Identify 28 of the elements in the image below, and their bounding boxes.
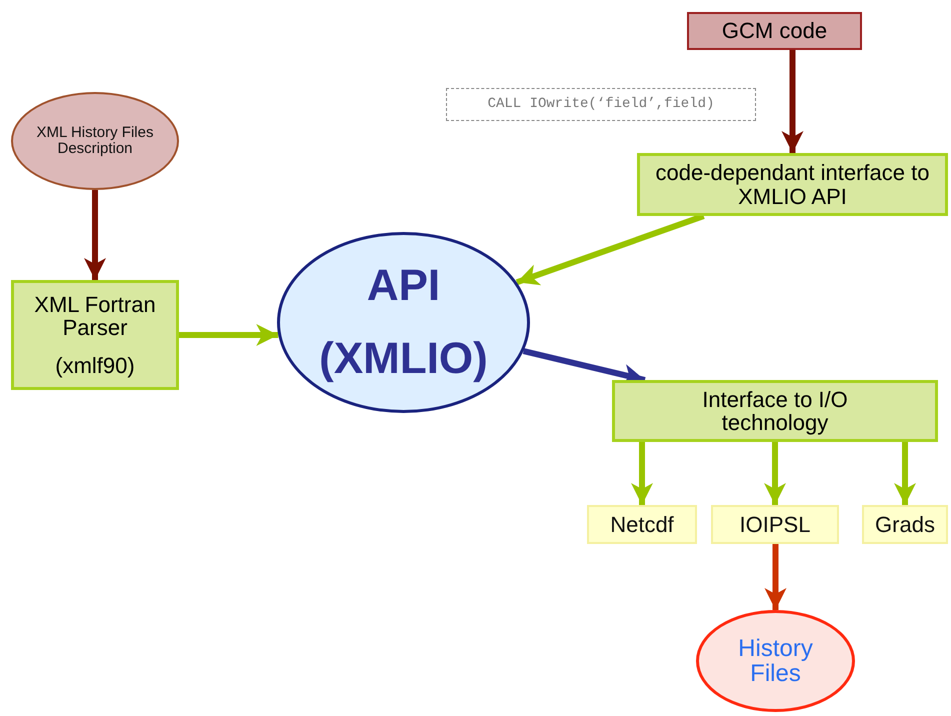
node-text: IOIPSL	[740, 512, 810, 536]
process-box	[687, 12, 862, 50]
node-text: History Files	[737, 636, 814, 686]
arrow	[782, 50, 804, 153]
process-box	[587, 505, 697, 544]
process-box	[862, 505, 948, 544]
process-box	[11, 280, 179, 390]
arrow	[764, 442, 786, 505]
node-text: code-dependant interface to XMLIO API	[654, 161, 930, 208]
node-text: Netcdf	[610, 512, 674, 536]
arrow	[631, 442, 653, 505]
node-text: GCM code	[722, 19, 828, 43]
arrow	[764, 544, 786, 610]
node-text: Interface to I/O technology	[701, 388, 849, 434]
process-box	[612, 380, 938, 442]
code-snippet-box	[446, 88, 756, 121]
node-text: (xmlf90)	[55, 354, 135, 377]
arrow	[84, 190, 106, 280]
node-text: XML History Files Description	[36, 125, 154, 157]
process-box	[637, 153, 948, 216]
node-text: (XMLIO)	[319, 336, 488, 382]
arrow	[179, 324, 278, 346]
node-text: API	[366, 263, 440, 310]
node-text: Grads	[875, 512, 935, 536]
node-text: CALL IOwrite(‘field’,field)	[488, 97, 714, 112]
node-text: XML Fortran Parser	[33, 293, 157, 340]
process-box	[711, 505, 839, 544]
arrow	[894, 442, 916, 505]
